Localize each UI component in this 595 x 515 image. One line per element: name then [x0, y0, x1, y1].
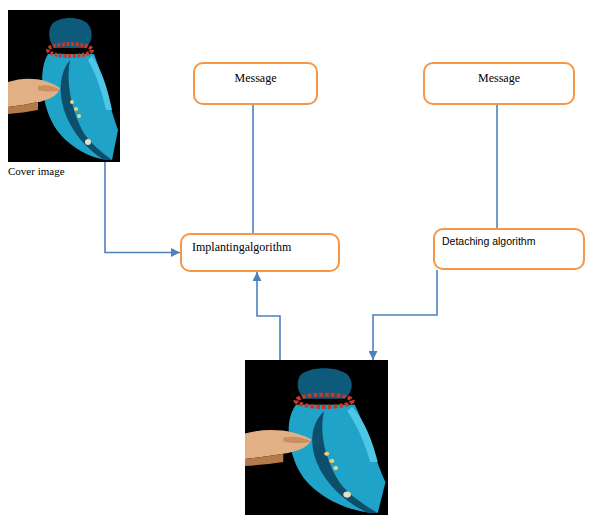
stego-photo	[245, 360, 388, 515]
connector	[105, 162, 180, 253]
box-label: Message	[195, 64, 316, 85]
message-box: Message	[423, 62, 575, 105]
process-box: Implantingalgorithm	[180, 233, 340, 272]
process-box: Detaching algorithm	[433, 228, 585, 270]
image-caption: Cover image	[8, 165, 65, 178]
connector	[496, 105, 498, 228]
cover-image: Cover image	[8, 10, 120, 162]
cover-photo	[8, 10, 120, 162]
box-label: Detaching algorithm	[435, 230, 583, 248]
stego-image	[245, 360, 388, 515]
message-box: Message	[193, 62, 318, 105]
connector	[257, 272, 280, 360]
connector	[252, 105, 254, 233]
box-label: Message	[425, 64, 573, 85]
box-label: Implantingalgorithm	[182, 235, 338, 254]
connector	[373, 270, 437, 360]
